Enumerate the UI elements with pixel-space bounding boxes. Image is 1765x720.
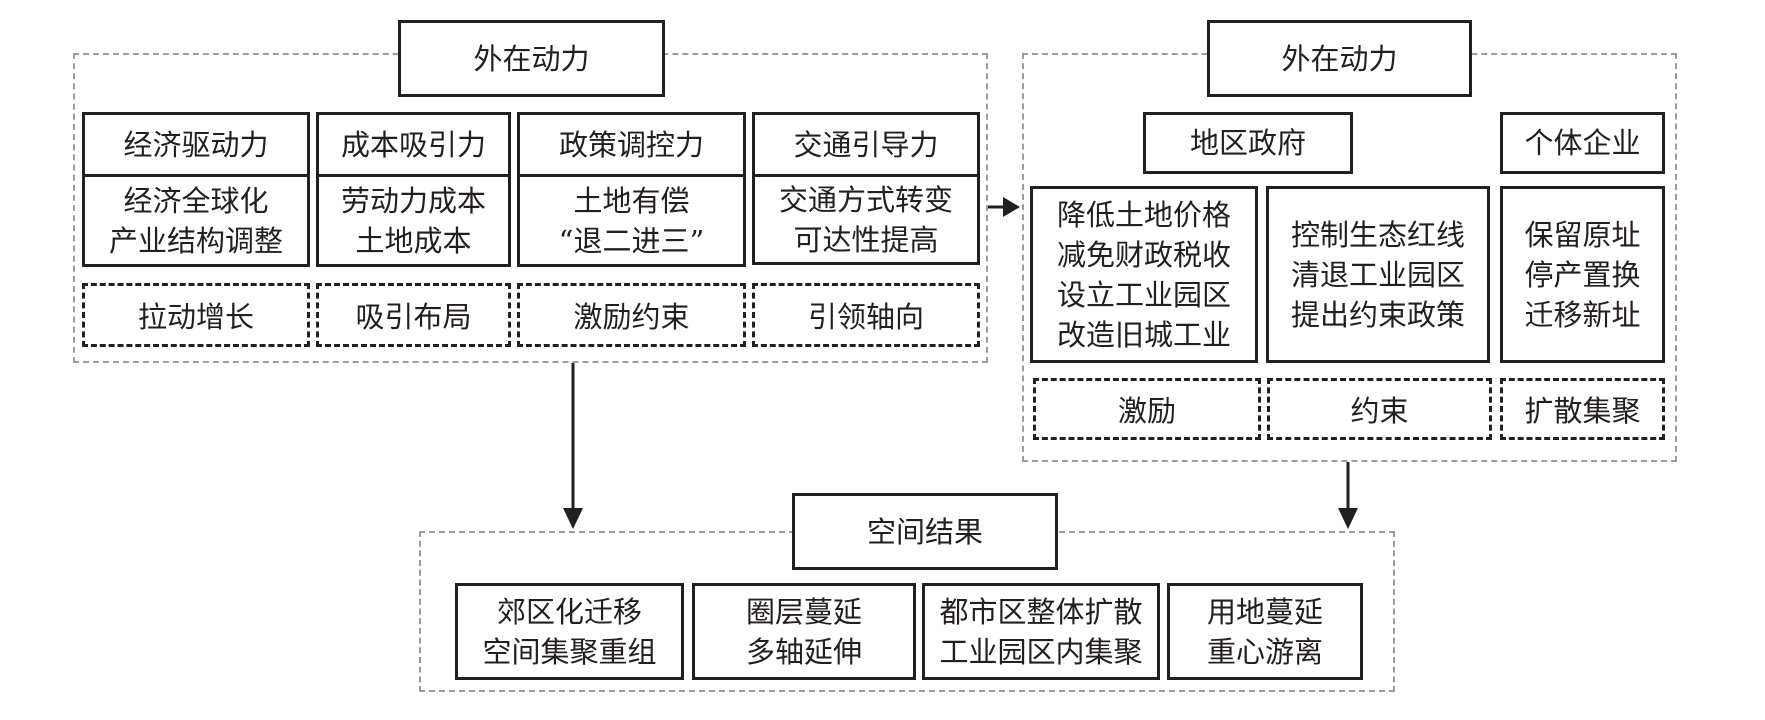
force-header-label: 政策调控力	[558, 127, 704, 162]
measure-effect-incentive: 激励	[1033, 378, 1261, 440]
force-header-cost: 成本吸引力	[316, 112, 511, 177]
actor-label: 地区政府	[1189, 126, 1306, 160]
force-effect-transport: 引领轴向	[752, 283, 980, 347]
force-header-transport: 交通引导力	[752, 112, 980, 177]
result-box: 圈层蔓延多轴延伸	[692, 583, 916, 680]
actor-label: 个体企业	[1524, 126, 1641, 160]
right-panel-title: 外在动力	[1207, 20, 1472, 97]
force-header-label: 经济驱动力	[123, 127, 269, 162]
measure-effect-label: 扩散集聚	[1524, 394, 1641, 428]
force-body-line: 土地成本	[355, 223, 472, 258]
result-line: 工业园区内集聚	[939, 634, 1143, 669]
force-header-policy: 政策调控力	[517, 112, 746, 177]
measure-line: 清退工业园区	[1290, 257, 1465, 292]
force-effect-economic: 拉动增长	[82, 283, 310, 347]
force-effect-policy: 激励约束	[517, 283, 746, 347]
force-body-line: 交通方式转变	[778, 182, 953, 217]
force-header-label: 交通引导力	[793, 127, 939, 162]
result-line: 空间集聚重组	[482, 634, 657, 669]
result-line: 重心游离	[1206, 634, 1323, 669]
force-body-policy: 土地有偿 “退二进三”	[517, 174, 746, 267]
actor-individual-enterprise: 个体企业	[1500, 112, 1665, 174]
result-line: 多轴延伸	[745, 634, 862, 669]
measure-effect-label: 约束	[1350, 394, 1409, 428]
measure-line: 提出约束政策	[1290, 297, 1465, 332]
left-panel-title-text: 外在动力	[473, 41, 590, 76]
left-panel-title: 外在动力	[398, 20, 665, 97]
arrow-right-to-bottom	[1338, 462, 1358, 529]
measure-line: 控制生态红线	[1290, 217, 1465, 252]
result-line: 郊区化迁移	[496, 594, 642, 629]
result-box: 用地蔓延重心游离	[1167, 583, 1363, 680]
measure-line: 降低土地价格	[1056, 197, 1231, 232]
measure-line: 设立工业园区	[1056, 277, 1231, 312]
result-line: 都市区整体扩散	[939, 594, 1143, 629]
arrow-left-to-bottom	[563, 363, 583, 529]
actor-local-government: 地区政府	[1143, 112, 1353, 174]
result-line: 圈层蔓延	[745, 594, 862, 629]
measure-line: 停产置换	[1524, 257, 1641, 292]
measure-line: 迁移新址	[1524, 297, 1641, 332]
measure-enterprise-body: 保留原址 停产置换 迁移新址	[1500, 186, 1665, 363]
force-effect-label: 激励约束	[573, 300, 690, 334]
force-effect-label: 拉动增长	[137, 300, 254, 334]
result-line: 用地蔓延	[1206, 594, 1323, 629]
force-body-line: 经济全球化	[123, 183, 269, 218]
measure-line: 减免财政税收	[1056, 237, 1231, 272]
measure-effect-constraint: 约束	[1267, 378, 1492, 440]
force-body-line: 土地有偿	[573, 183, 690, 218]
force-body-cost: 劳动力成本土地成本	[316, 174, 511, 267]
result-box: 都市区整体扩散工业园区内集聚	[922, 583, 1160, 680]
bottom-panel-title-text: 空间结果	[866, 514, 983, 549]
measure-line: 保留原址	[1524, 217, 1641, 252]
right-panel-title-text: 外在动力	[1281, 41, 1398, 76]
measure-effect-diffusion: 扩散集聚	[1500, 378, 1665, 440]
result-box: 郊区化迁移空间集聚重组	[455, 583, 684, 680]
measure-effect-label: 激励	[1117, 394, 1176, 428]
force-header-economic: 经济驱动力	[82, 112, 310, 177]
arrow-left-to-right	[988, 197, 1020, 217]
measure-line: 改造旧城工业	[1056, 317, 1231, 352]
force-effect-cost: 吸引布局	[316, 283, 511, 347]
bottom-panel-title: 空间结果	[792, 493, 1058, 570]
force-effect-label: 吸引布局	[355, 300, 472, 334]
force-body-line: 产业结构调整	[108, 223, 283, 258]
force-body-line: 劳动力成本	[340, 183, 486, 218]
force-body-economic: 经济全球化产业结构调整	[82, 174, 310, 267]
measure-constraint-body: 控制生态红线 清退工业园区 提出约束政策	[1266, 186, 1490, 363]
force-body-line: “退二进三”	[558, 223, 705, 258]
force-body-transport: 交通方式转变可达性提高	[752, 174, 980, 265]
force-header-label: 成本吸引力	[340, 127, 486, 162]
force-effect-label: 引领轴向	[807, 300, 924, 334]
force-body-line: 可达性提高	[793, 222, 939, 257]
measure-incentive-body: 降低土地价格 减免财政税收 设立工业园区 改造旧城工业	[1030, 186, 1258, 363]
